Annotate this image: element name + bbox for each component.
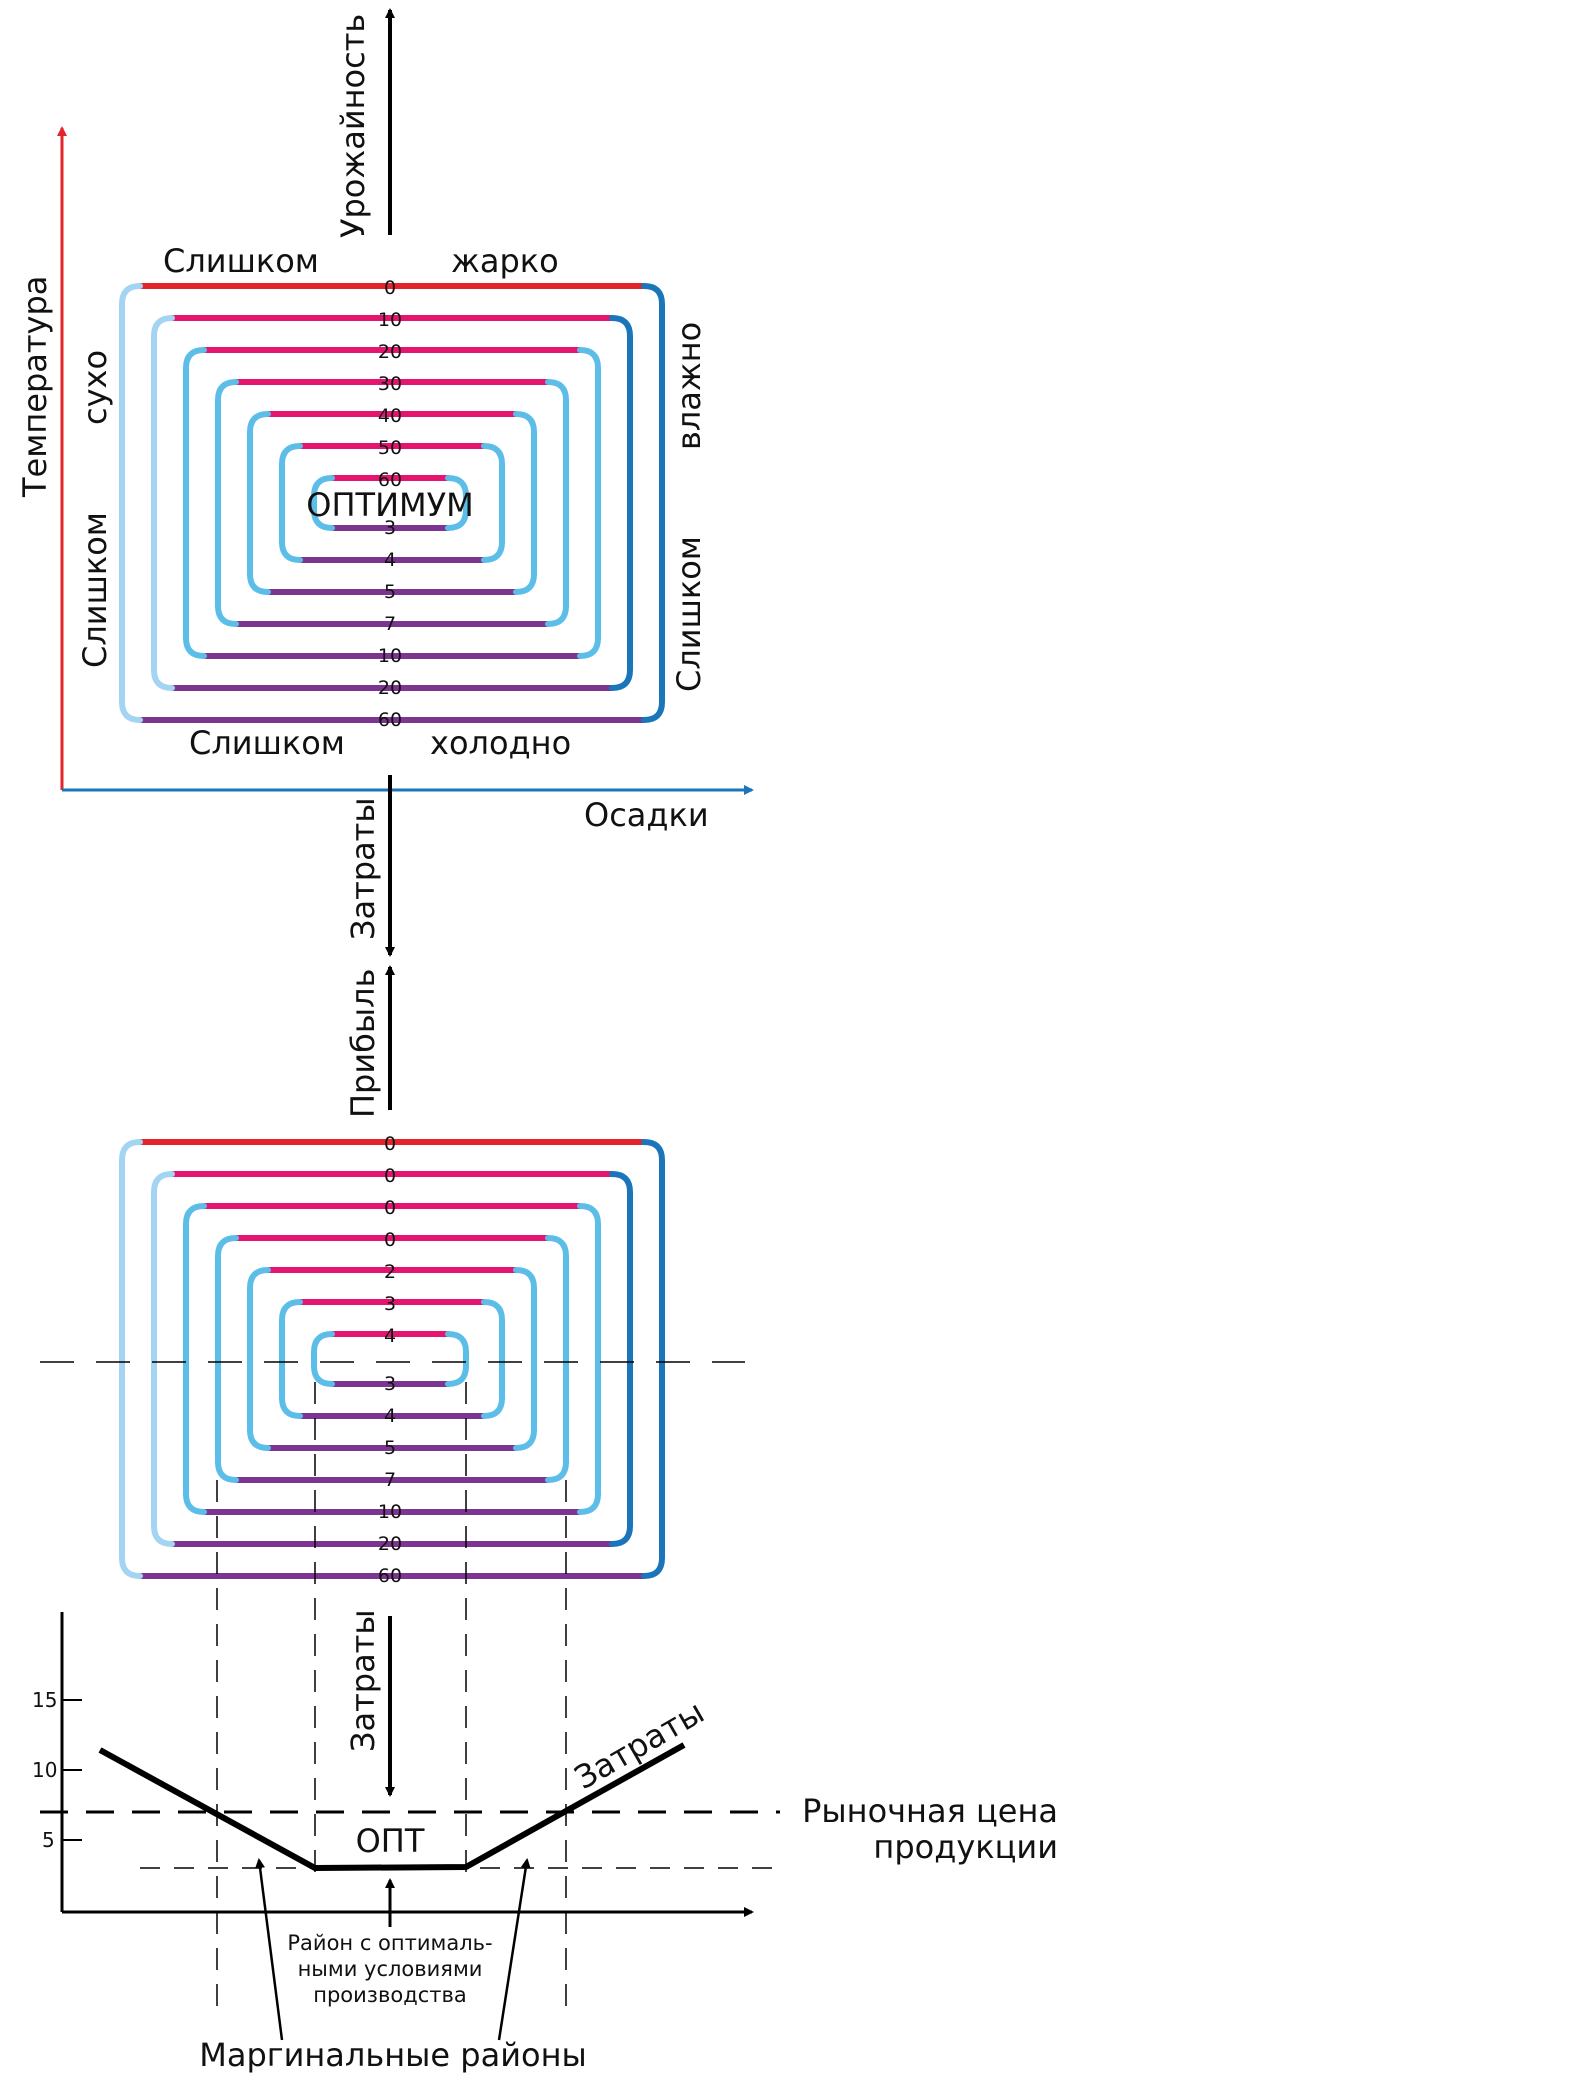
isoline-value-lower: 4 — [384, 549, 396, 571]
isoline-1-left — [151, 1171, 175, 1547]
cost-curve-label: Затраты — [568, 1693, 710, 1797]
isoline-0-right — [641, 1139, 665, 1579]
too-cold-right-label: холодно — [430, 724, 571, 762]
cost-chart: 15 10 5 Затраты Рыночная цена продукции … — [32, 1612, 1058, 2074]
middle-isoline-rectangles — [119, 1139, 665, 1579]
isoline-value-upper: 0 — [384, 1165, 396, 1187]
isoline-value-upper: 30 — [378, 373, 402, 395]
isoline-value-lower: 5 — [384, 581, 396, 603]
isoline-value-lower: 10 — [378, 1501, 402, 1523]
marginal-arrow-right — [497, 1858, 531, 2041]
isoline-6-right — [445, 475, 469, 531]
isoline-4-right — [513, 411, 537, 595]
isoline-value-upper: 0 — [384, 1229, 396, 1251]
isoline-1-right — [609, 1171, 633, 1547]
isoline-value-upper: 0 — [384, 277, 396, 299]
isoline-5-right — [481, 443, 505, 563]
isoline-value-upper: 4 — [384, 1325, 396, 1347]
isoline-value-upper: 60 — [378, 469, 402, 491]
y-tick-label-10: 10 — [32, 1758, 57, 1782]
isoline-2-right — [577, 347, 601, 659]
isoline-3-right — [545, 379, 569, 627]
top-panel: Температура Урожайность Осадки Слишком ж… — [16, 8, 754, 957]
isoline-2-left — [183, 1203, 207, 1515]
optimal-region-caption-line3: производства — [313, 1983, 467, 2007]
isoline-1-right — [609, 315, 633, 691]
isoline-4-left — [247, 1267, 271, 1451]
isoline-3-left — [215, 379, 239, 627]
isoline-5-left — [279, 1299, 303, 1419]
too-dry-prefix-label: Слишком — [76, 512, 114, 668]
yield-axis-label: Урожайность — [334, 14, 372, 238]
isoline-value-upper: 2 — [384, 1261, 396, 1283]
costs-arrow-middle-label: Затраты — [344, 1609, 382, 1752]
isoline-6-left — [311, 1331, 335, 1387]
isoline-4-right — [513, 1267, 537, 1451]
isoline-value-lower: 3 — [384, 517, 396, 539]
optimal-region-caption-line1: Район с оптималь- — [287, 1931, 492, 1955]
isoline-2-right — [577, 1203, 601, 1515]
isoline-3-left — [215, 1235, 239, 1483]
isoline-value-lower: 60 — [378, 709, 402, 731]
isoline-value-lower: 20 — [378, 677, 402, 699]
y-tick-label-5: 5 — [42, 1828, 55, 1852]
too-dry-word-label: сухо — [76, 350, 114, 425]
too-wet-prefix-label: Слишком — [670, 536, 708, 692]
isoline-0-left — [119, 1139, 143, 1579]
isoline-0-right — [641, 283, 665, 723]
isoline-3-right — [545, 1235, 569, 1483]
y-tick-label-15: 15 — [32, 1688, 57, 1712]
profit-axis-label: Прибыль — [344, 969, 382, 1118]
market-price-label-line1: Рыночная цена — [802, 1792, 1058, 1830]
too-hot-left-label: Слишком — [163, 242, 319, 280]
precipitation-axis-label: Осадки — [584, 796, 709, 834]
isoline-6-left — [311, 475, 335, 531]
marginal-regions-label: Маргинальные районы — [199, 2036, 587, 2074]
isoline-6-right — [445, 1331, 469, 1387]
isoline-5-left — [279, 443, 303, 563]
isoline-value-lower: 20 — [378, 1533, 402, 1555]
isoline-value-lower: 10 — [378, 645, 402, 667]
middle-isoline-values: 0 0 0 0 2 3 4 3 4 5 7 10 20 60 — [378, 1133, 402, 1587]
isoline-value-upper: 40 — [378, 405, 402, 427]
too-cold-left-label: Слишком — [189, 724, 345, 762]
isoline-value-lower: 7 — [384, 613, 396, 635]
isoline-value-upper: 3 — [384, 1293, 396, 1315]
isoline-value-lower: 3 — [384, 1373, 396, 1395]
isoline-value-upper: 50 — [378, 437, 402, 459]
isoline-value-upper: 10 — [378, 309, 402, 331]
isoline-value-lower: 7 — [384, 1469, 396, 1491]
opt-label: ОПТ — [356, 1822, 425, 1860]
top-isoline-rectangles — [119, 283, 665, 723]
too-wet-word-label: влажно — [670, 322, 708, 450]
costs-arrow-top-label: Затраты — [344, 797, 382, 940]
temperature-axis-label: Температура — [16, 276, 54, 498]
cost-curve — [98, 1742, 686, 1871]
isoline-2-left — [183, 347, 207, 659]
isoline-4-left — [247, 411, 271, 595]
isoline-value-lower: 5 — [384, 1437, 396, 1459]
isoline-value-upper: 0 — [384, 1197, 396, 1219]
market-price-label-line2: продукции — [873, 1828, 1058, 1866]
marginal-arrow-left — [255, 1858, 284, 2041]
isoline-value-lower: 4 — [384, 1405, 396, 1427]
top-isoline-values: 0 10 20 30 40 50 60 3 4 5 7 10 20 60 — [378, 277, 402, 731]
isoline-value-lower: 60 — [378, 1565, 402, 1587]
optimal-region-caption-bg — [280, 1927, 500, 2015]
isoline-value-upper: 0 — [384, 1133, 396, 1155]
middle-panel: Прибыль 0 0 0 0 2 3 4 3 4 5 7 10 20 60 Затраты — [40, 965, 745, 2010]
isoline-value-upper: 20 — [378, 341, 402, 363]
isoline-1-left — [151, 315, 175, 691]
optimum-label: ОПТИМУМ — [306, 486, 473, 524]
optimal-region-caption-line2: ными условиями — [298, 1957, 483, 1981]
isoline-5-right — [481, 1299, 505, 1419]
too-hot-right-label: жарко — [451, 242, 559, 280]
isoline-0-left — [119, 283, 143, 723]
